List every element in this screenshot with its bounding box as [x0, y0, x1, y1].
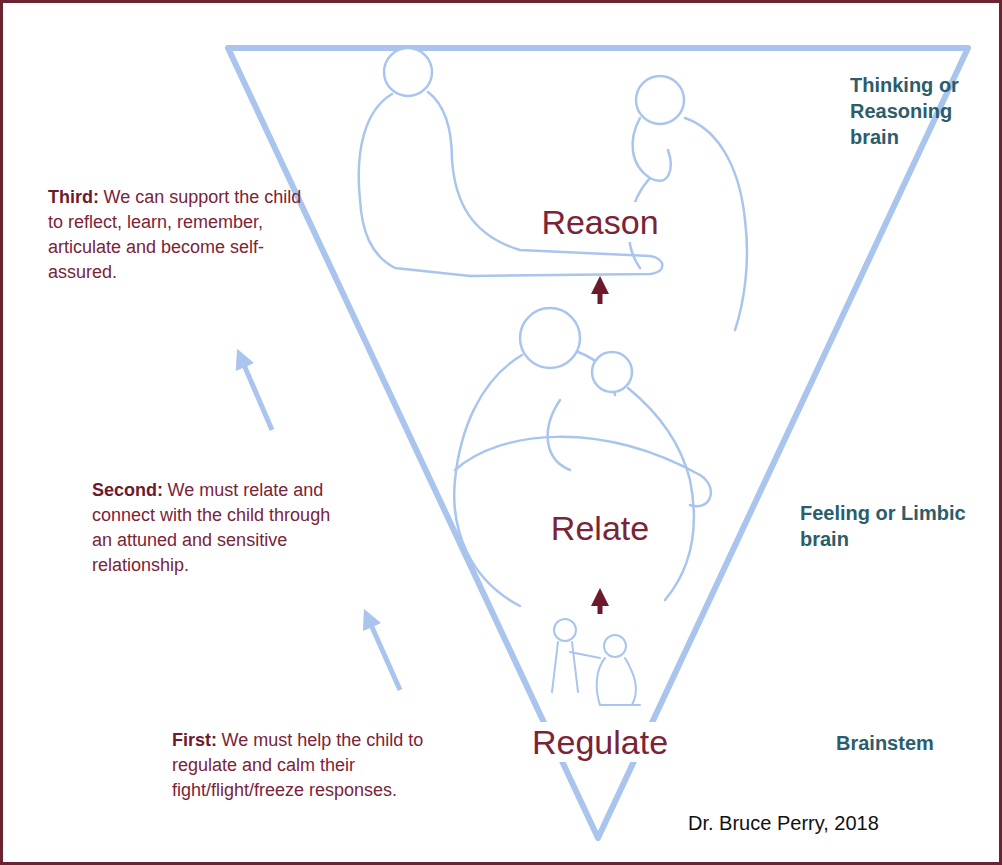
progress-arrow [368, 618, 400, 690]
stage-title: Reason [535, 202, 664, 242]
step-note: Second:We must relate and connect with t… [92, 478, 354, 578]
inverted-triangle [228, 48, 968, 838]
source-credit: Dr. Bruce Perry, 2018 [688, 810, 948, 836]
person-arm [455, 437, 711, 506]
person-outline [633, 118, 671, 181]
person-outline [359, 94, 470, 276]
label-text: Feeling or Limbic brain [800, 502, 966, 550]
step-note: Third:We can support the child to reflec… [48, 185, 310, 285]
person-outline [685, 118, 747, 330]
brain-region-label: Brainstem [836, 730, 976, 756]
adult-head [604, 635, 626, 657]
label-text: Dr. Bruce Perry, 2018 [688, 812, 879, 834]
label-text: Thinking or Reasoning brain [850, 74, 959, 148]
stage-band: Reason [440, 60, 760, 276]
progress-arrow [241, 358, 272, 430]
child-outline [552, 642, 600, 692]
stage-band: Relate [430, 304, 770, 588]
person-outline [454, 355, 522, 606]
person-outline [628, 388, 694, 600]
stage-band: Regulate [500, 614, 700, 790]
person-arm [548, 400, 570, 470]
step-heading: Third: [48, 187, 99, 207]
flow-arrow [598, 598, 603, 614]
person-outline [428, 92, 662, 276]
person-head [636, 76, 684, 124]
person-head [384, 48, 432, 96]
relate-figures [454, 308, 711, 606]
regulate-figures [552, 619, 640, 705]
reason-figures [359, 48, 747, 330]
stage-title: Relate [545, 508, 655, 548]
brain-region-label: Thinking or Reasoning brain [850, 72, 980, 150]
flow-arrow [598, 286, 603, 304]
step-note: First:We must help the child to regulate… [172, 728, 472, 803]
step-heading: Second: [92, 480, 163, 500]
stage-title: Regulate [526, 722, 674, 762]
brain-region-label: Feeling or Limbic brain [800, 500, 990, 552]
adult-outline [597, 658, 640, 705]
person-head [520, 308, 580, 368]
person-head [592, 352, 632, 392]
label-text: Brainstem [836, 732, 934, 754]
step-heading: First: [172, 730, 217, 750]
child-head [554, 619, 576, 641]
